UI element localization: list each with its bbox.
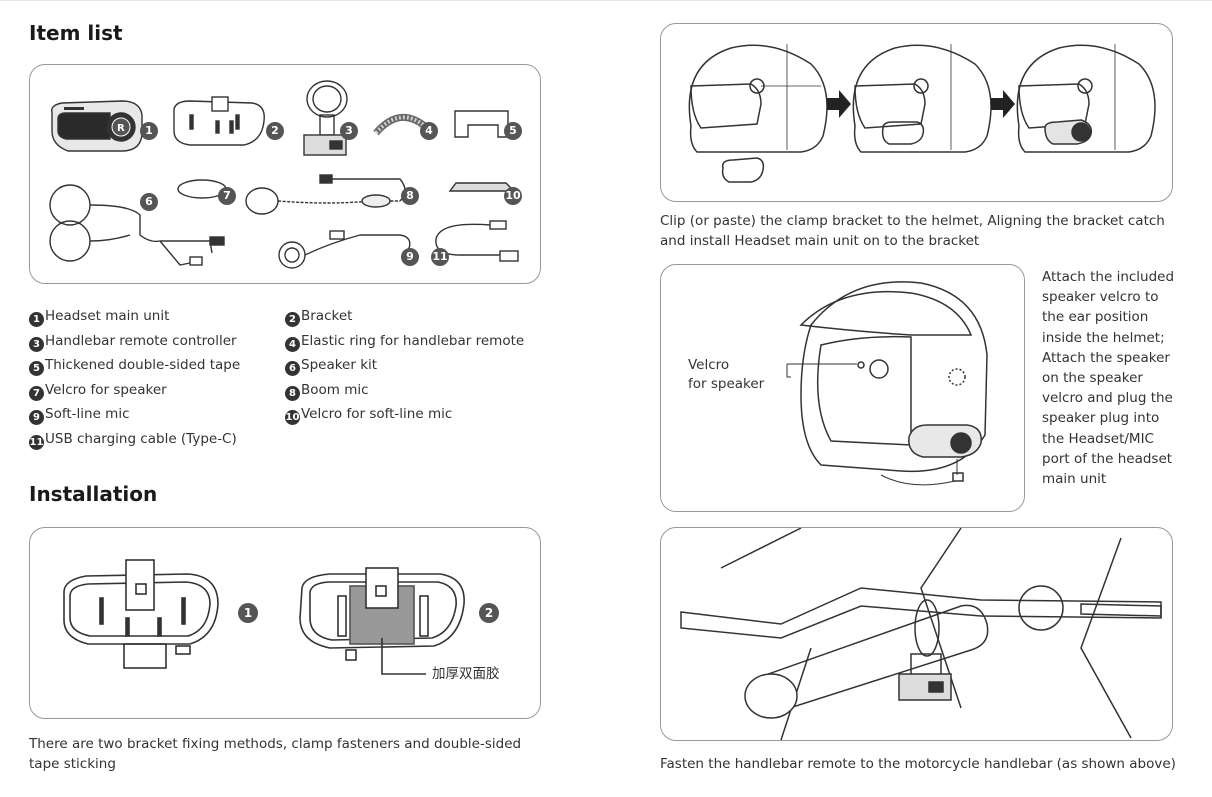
legend-label: Headset main unit — [45, 308, 170, 324]
velcro-callout: Velcro for speaker — [688, 356, 764, 394]
velcro-callout-line1: Velcro — [688, 357, 730, 373]
handlebar-drawing — [680, 528, 1162, 740]
remote-mounted-drawing — [898, 653, 952, 701]
velcro-callout-line2: for speaker — [688, 376, 765, 392]
legend-label: Thickened double-sided tape — [45, 357, 241, 373]
badge-1: 1 — [140, 122, 158, 140]
legend-num: 1 — [29, 312, 44, 327]
tape-drawing — [454, 110, 509, 138]
helmet-open-drawing — [786, 281, 988, 486]
helmet-steps-illustration — [660, 23, 1173, 202]
legend-label: Boom mic — [301, 381, 369, 398]
badge-11: 11 — [431, 248, 449, 266]
boom-mic-drawing — [245, 174, 406, 215]
legend-label: Soft-line mic — [45, 406, 130, 422]
helmet-step-2-drawing — [852, 44, 992, 153]
legend-label: Velcro for soft-line mic — [301, 406, 453, 422]
arrow-icon — [827, 90, 851, 118]
speaker-install-description: Attach the included speaker velcro to th… — [1042, 269, 1175, 488]
helmet-step-3-drawing — [1016, 44, 1156, 153]
badge-9: 9 — [401, 248, 419, 266]
legend-num: 7 — [29, 385, 44, 401]
legend-num: 11 — [29, 434, 44, 450]
badge-7: 7 — [218, 187, 236, 205]
badge-4: 4 — [420, 122, 438, 140]
installation-caption: There are two bracket fixing methods, cl… — [29, 736, 522, 772]
bracket-tape-drawing — [299, 567, 465, 675]
installation-heading: Installation — [29, 482, 158, 506]
helmet-step-1-drawing — [688, 44, 828, 183]
legend-label: Bracket — [301, 308, 353, 324]
method-1-badge: 1 — [238, 603, 258, 623]
handlebar-caption: Fasten the handlebar remote to the motor… — [660, 756, 1176, 772]
headset-unit-drawing: R — [51, 100, 143, 152]
tape-label: 加厚双面胶 — [432, 666, 500, 682]
legend-label: USB charging cable (Type-C) — [45, 430, 237, 447]
legend-label: Speaker kit — [301, 357, 378, 373]
grip-drawing — [744, 599, 989, 719]
badge-3: 3 — [340, 122, 358, 140]
badge-5: 5 — [504, 122, 522, 140]
legend-num: 10 — [285, 410, 300, 425]
legend-label: Handlebar remote controller — [45, 332, 237, 349]
bracket-drawing — [173, 96, 265, 146]
svg-text:R: R — [117, 123, 125, 134]
top-divider — [0, 0, 1212, 1]
handlebar-illustration — [660, 527, 1173, 741]
usb-cable-drawing — [435, 220, 519, 262]
bracket-clamp-drawing — [63, 559, 219, 669]
remote-drawing — [303, 80, 348, 156]
legend-num: 3 — [29, 336, 44, 352]
speaker-kit-drawing — [49, 184, 225, 266]
badge-2: 2 — [266, 122, 284, 140]
legend-num: 4 — [285, 336, 300, 352]
elastic-ring-drawing — [373, 113, 429, 136]
soft-line-mic-drawing — [278, 230, 411, 269]
badge-8: 8 — [401, 187, 419, 205]
bracket-methods-illustration: 1 2 加厚双面胶 — [29, 527, 541, 719]
speaker-install-illustration: Velcro for speaker — [660, 264, 1025, 512]
helmet-steps-caption: Clip (or paste) the clamp bracket to the… — [660, 213, 1165, 249]
legend-num: 5 — [29, 361, 44, 376]
legend-label: Velcro for speaker — [45, 381, 167, 398]
item-list-illustration: R — [29, 64, 541, 284]
badge-10: 10 — [504, 187, 522, 205]
legend-num: 8 — [285, 385, 300, 401]
legend-num: 2 — [285, 312, 300, 327]
arrow-icon — [991, 90, 1015, 118]
legend-num: 9 — [29, 410, 44, 425]
method-2-badge: 2 — [479, 603, 499, 623]
legend-label: Elastic ring for handlebar remote — [301, 332, 525, 349]
legend-num: 6 — [285, 361, 300, 376]
item-list-heading: Item list — [29, 21, 123, 45]
badge-6: 6 — [140, 193, 158, 211]
